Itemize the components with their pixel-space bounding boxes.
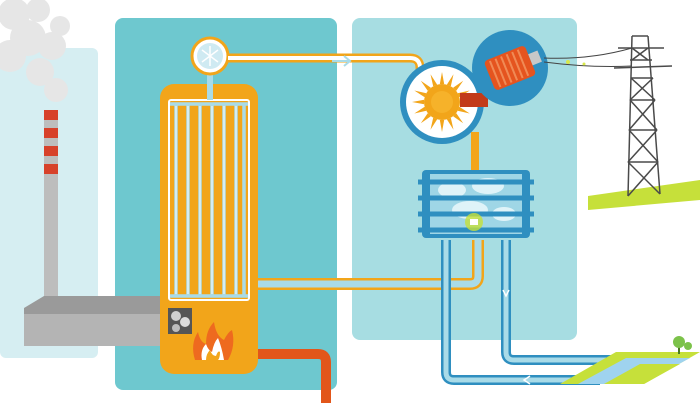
flue-duct — [24, 296, 165, 346]
turbine-blade — [446, 117, 454, 130]
steam-flow-arrow — [332, 55, 352, 67]
feedwater-pipe — [258, 240, 484, 290]
turbine-blade — [420, 113, 431, 124]
boiler-tube-highlights — [175, 106, 237, 294]
turbine-blade — [457, 106, 470, 114]
turbine-blade — [453, 80, 464, 91]
power-line-sparks — [566, 60, 586, 66]
turbine-blade — [414, 106, 427, 114]
turbine-blade — [420, 80, 431, 91]
condenser — [418, 170, 534, 238]
tree-icon — [673, 336, 692, 354]
turbine-blade — [439, 72, 445, 85]
turbine-blade — [414, 90, 427, 98]
coal-feed — [168, 308, 198, 334]
cooling-water-source — [560, 352, 700, 384]
cooling-water-pipes — [441, 240, 620, 385]
turbine-blade — [453, 113, 464, 124]
transmission-tower — [588, 35, 700, 210]
fuel-pipe — [258, 349, 331, 403]
turbine-blade — [430, 117, 438, 130]
return-flow-arrow — [502, 289, 510, 298]
generator — [472, 30, 548, 106]
power-lines — [543, 47, 633, 67]
turbine-shaft — [460, 93, 488, 107]
turbine-blade — [446, 74, 454, 87]
turbine-blade — [439, 119, 445, 132]
turbine-blade — [412, 99, 425, 105]
smoke-cloud — [0, 0, 70, 102]
furnace-fire — [193, 322, 234, 360]
chimney — [44, 110, 58, 310]
outflow-arrow — [522, 375, 531, 385]
turbine — [412, 72, 472, 132]
turbine-blade — [430, 74, 438, 87]
